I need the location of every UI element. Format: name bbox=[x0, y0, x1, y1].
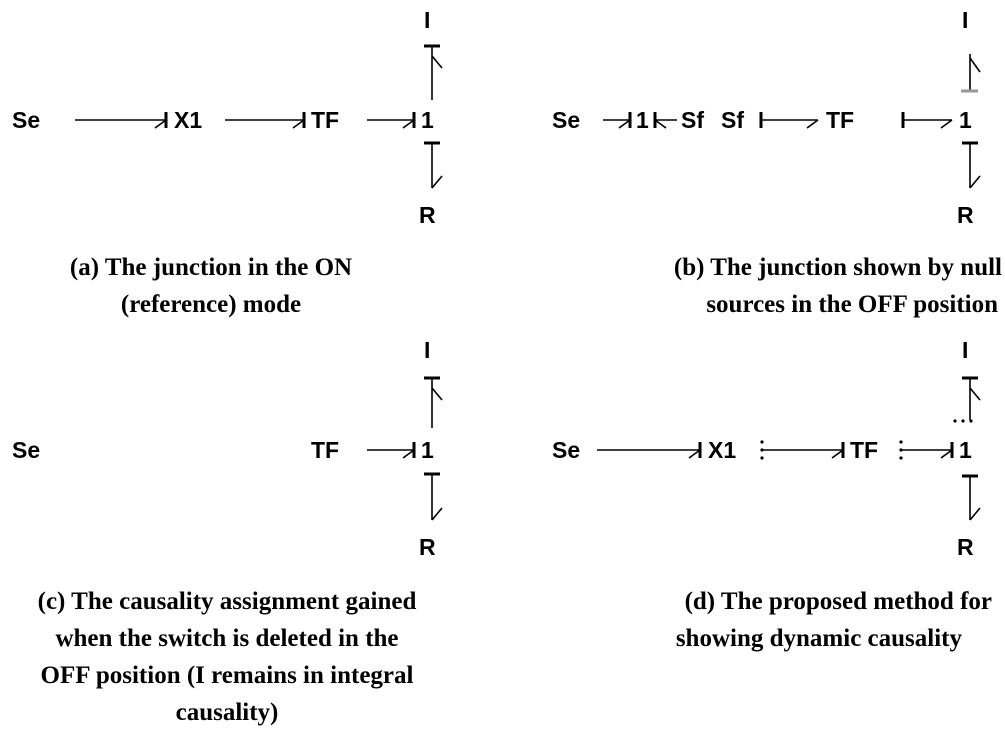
bond-tf-1 bbox=[367, 112, 416, 129]
panel-b: Se 1 Sf Sf TF 1 I R bbox=[552, 7, 1002, 318]
node-se: Se bbox=[12, 437, 40, 463]
node-1: 1 bbox=[959, 437, 972, 463]
node-x1: X1 bbox=[708, 437, 736, 463]
node-x1: X1 bbox=[174, 107, 202, 133]
bond-tf-1 bbox=[367, 442, 416, 459]
bond-se-x1 bbox=[75, 112, 168, 129]
caption-c-line-2: when the switch is deleted in the bbox=[55, 625, 398, 652]
dynamic-causality-dots bbox=[953, 419, 973, 423]
node-i: I bbox=[424, 7, 430, 33]
bond-1-i bbox=[961, 54, 981, 93]
caption-c: (c) The causality assignment gained when… bbox=[38, 588, 417, 726]
node-sf-left: Sf bbox=[681, 107, 704, 133]
node-tf: TF bbox=[311, 437, 339, 463]
node-r: R bbox=[957, 202, 974, 228]
caption-d: (d) The proposed method for showing dyna… bbox=[676, 588, 992, 652]
bond-se-x1 bbox=[597, 442, 702, 459]
caption-a-line-2: (reference) mode bbox=[121, 291, 301, 318]
node-1-left: 1 bbox=[636, 107, 649, 133]
caption-d-line-1: (d) The proposed method for bbox=[685, 588, 992, 615]
bond-se-1 bbox=[603, 112, 632, 129]
bond-x1-tf bbox=[760, 440, 845, 460]
bond-1-i bbox=[953, 376, 981, 423]
node-r: R bbox=[419, 202, 436, 228]
bond-tf-1 bbox=[901, 112, 953, 129]
caption-a-line-1: (a) The junction in the ON bbox=[70, 254, 352, 281]
caption-c-line-3: OFF position (I remains in integral bbox=[41, 662, 414, 689]
node-tf: TF bbox=[826, 107, 854, 133]
node-sf-right: Sf bbox=[721, 107, 744, 133]
caption-c-line-1: (c) The causality assignment gained bbox=[38, 588, 417, 615]
node-i: I bbox=[424, 337, 430, 363]
panel-a: Se X1 TF 1 I R bbox=[12, 7, 443, 318]
node-r: R bbox=[419, 534, 436, 560]
panel-d: Se X1 TF 1 I R bbox=[552, 337, 992, 652]
bond-1-i bbox=[424, 376, 443, 428]
bond-1-r bbox=[962, 141, 981, 189]
bond-1-r bbox=[424, 141, 443, 189]
node-1: 1 bbox=[959, 107, 972, 133]
caption-b-line-1: (b) The junction shown by null bbox=[674, 254, 1002, 281]
panel-c: Se TF 1 I R (c) The causality assignment… bbox=[12, 337, 443, 726]
node-tf: TF bbox=[311, 107, 339, 133]
caption-c-line-4: causality) bbox=[176, 699, 279, 726]
caption-b: (b) The junction shown by null sources i… bbox=[674, 254, 1002, 318]
node-i: I bbox=[962, 7, 968, 33]
node-1: 1 bbox=[421, 107, 434, 133]
bond-1-i bbox=[424, 44, 443, 100]
node-r: R bbox=[957, 534, 974, 560]
bond-sf-tf bbox=[759, 112, 819, 129]
caption-d-line-2: showing dynamic causality bbox=[676, 625, 963, 652]
bond-1-r bbox=[962, 474, 981, 521]
node-i: I bbox=[962, 337, 968, 363]
bond-tf-1 bbox=[899, 440, 954, 460]
caption-b-line-2: sources in the OFF position bbox=[706, 291, 998, 318]
node-se: Se bbox=[552, 107, 580, 133]
caption-a: (a) The junction in the ON (reference) m… bbox=[70, 254, 352, 318]
bond-1-r bbox=[424, 472, 443, 521]
bond-sf-1 bbox=[653, 112, 677, 129]
node-tf: TF bbox=[850, 437, 878, 463]
node-1: 1 bbox=[421, 437, 434, 463]
node-se: Se bbox=[552, 437, 580, 463]
bond-x1-tf bbox=[225, 112, 306, 129]
node-se: Se bbox=[12, 107, 40, 133]
